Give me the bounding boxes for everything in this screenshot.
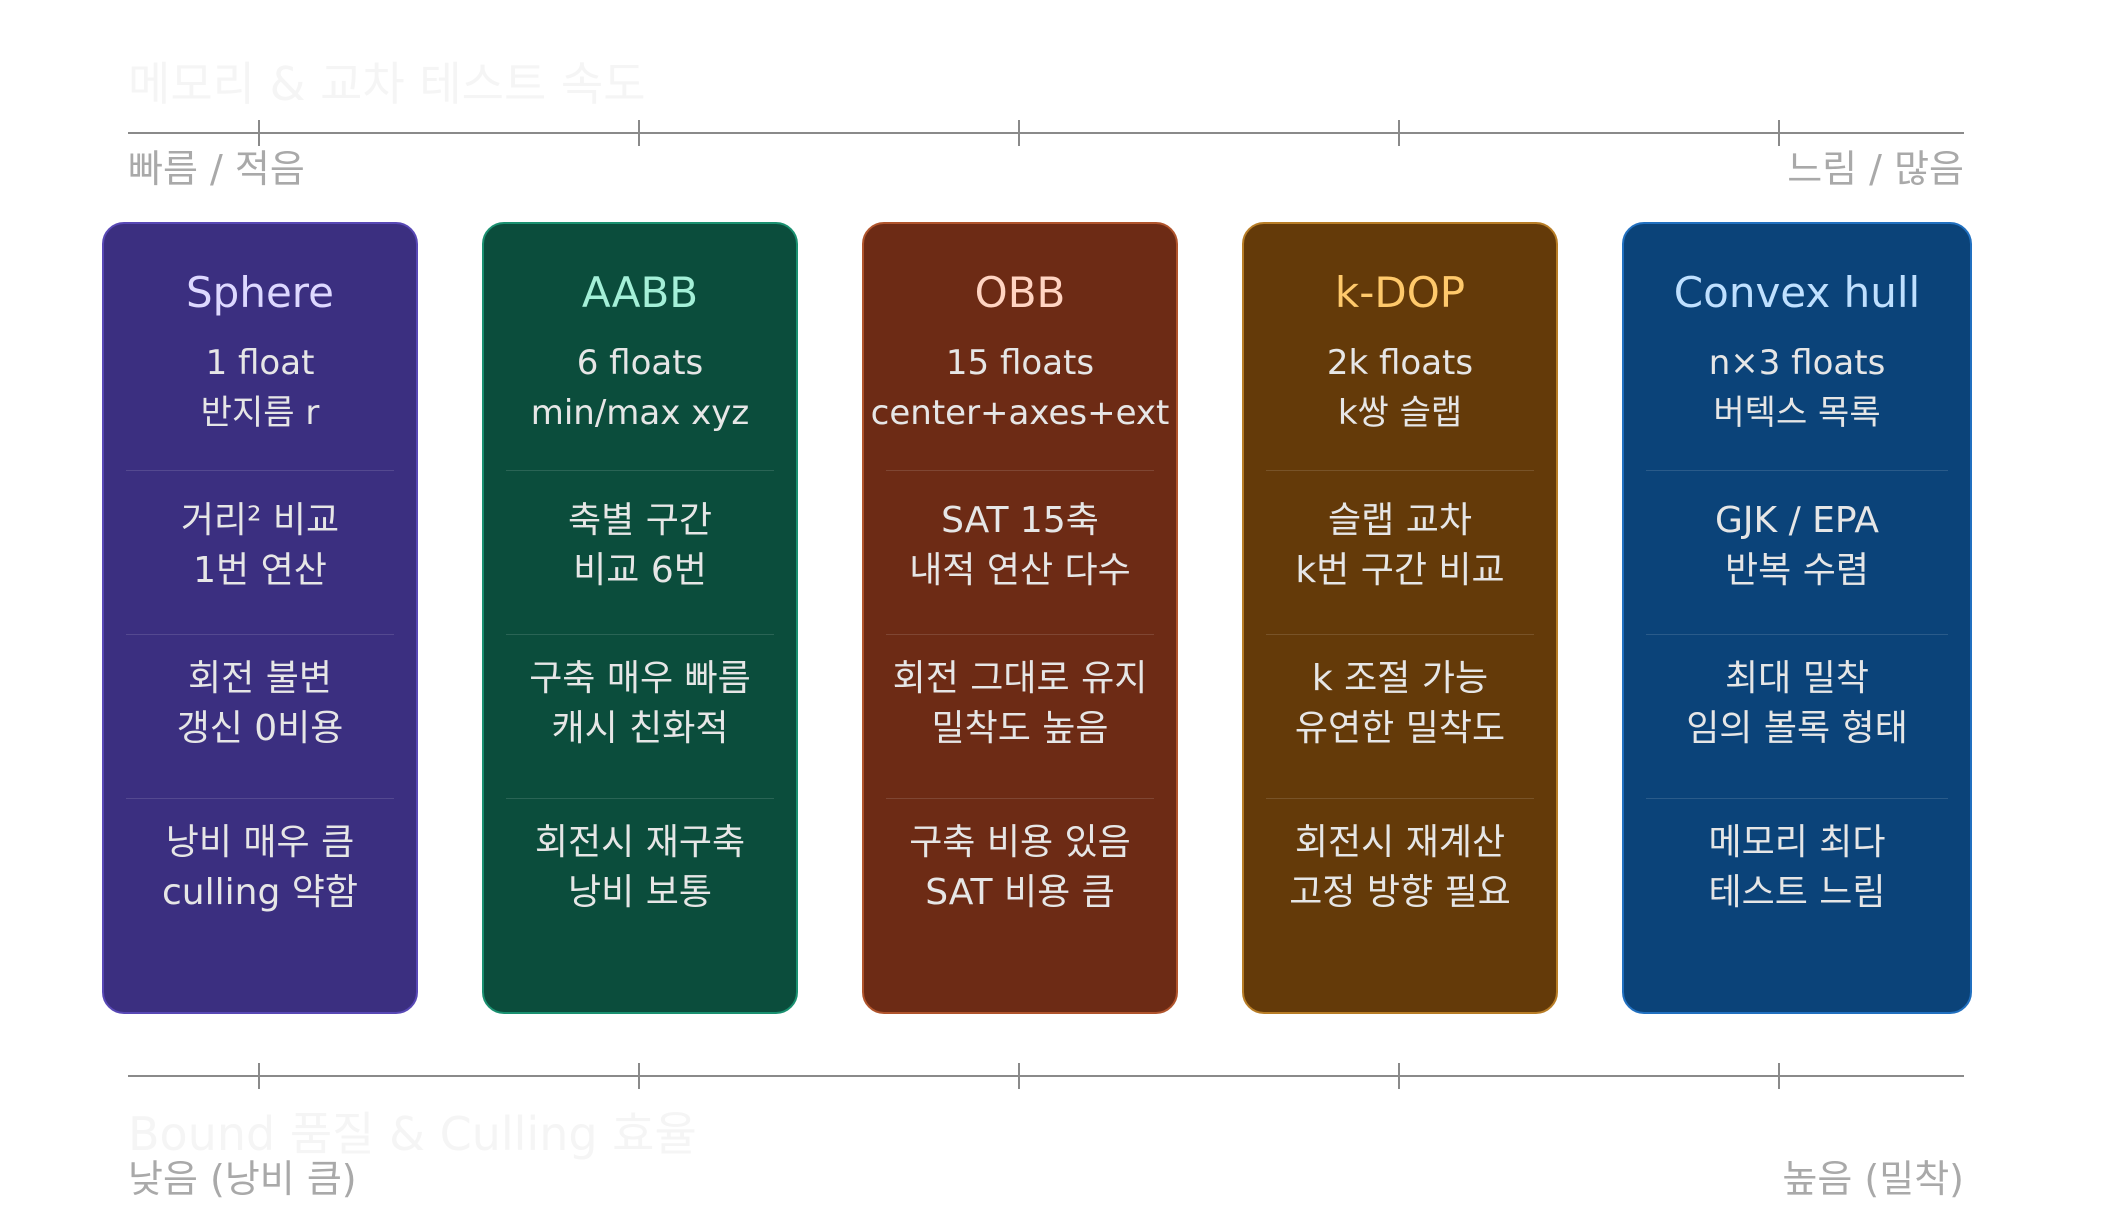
bottom-axis-right-label: 높음 (밀착) (1782, 1157, 1964, 1201)
top-axis-tick (638, 120, 640, 146)
bottom-axis-tick (1018, 1063, 1020, 1089)
card-divider (506, 634, 774, 635)
card-divider (1646, 470, 1948, 471)
card-divider (1646, 798, 1948, 799)
card-title: Convex hull (1673, 268, 1921, 317)
card-divider (126, 634, 394, 635)
card-divider (126, 470, 394, 471)
card-divider (506, 470, 774, 471)
top-axis-tick (1398, 120, 1400, 146)
card-title: AABB (581, 268, 699, 317)
card-divider (886, 798, 1154, 799)
card-title: OBB (974, 268, 1066, 317)
top-axis-tick (1778, 120, 1780, 146)
top-axis-title: 메모리 & 교차 테스트 속도 (128, 57, 646, 111)
bottom-axis-tick (1398, 1063, 1400, 1089)
bottom-axis-tick (258, 1063, 260, 1089)
top-axis-left-label: 빠름 / 적음 (128, 147, 305, 191)
bottom-axis-tick (638, 1063, 640, 1089)
bottom-axis-title: Bound 품질 & Culling 효율 (128, 1107, 697, 1161)
top-axis-tick (1018, 120, 1020, 146)
top-axis-tick (258, 120, 260, 146)
card-divider (506, 798, 774, 799)
top-axis-line (128, 132, 1964, 134)
bottom-axis-left-label: 낮음 (낭비 큼) (128, 1157, 357, 1201)
card-divider (1266, 798, 1534, 799)
card-divider (1646, 634, 1948, 635)
card-divider (126, 798, 394, 799)
card-divider (886, 470, 1154, 471)
card-divider (1266, 470, 1534, 471)
card-divider (1266, 634, 1534, 635)
top-axis-right-label: 느림 / 많음 (1787, 147, 1964, 191)
card-title: k-DOP (1334, 268, 1466, 317)
bottom-axis-tick (1778, 1063, 1780, 1089)
bottom-axis-line (128, 1075, 1964, 1077)
card-divider (886, 634, 1154, 635)
card-title: Sphere (186, 268, 334, 317)
